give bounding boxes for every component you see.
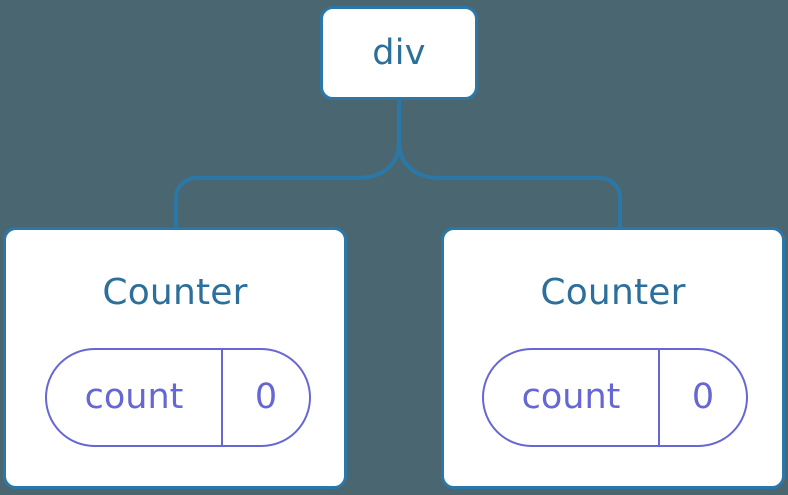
state-badge-count-1[interactable]: count 0 xyxy=(45,348,311,447)
node-counter-1-title: Counter xyxy=(102,272,248,313)
state-badge-count-2[interactable]: count 0 xyxy=(482,348,748,447)
node-counter-2-title: Counter xyxy=(540,272,686,313)
state-value-label: 0 xyxy=(691,377,715,417)
node-div-label: div xyxy=(372,32,426,73)
state-key-label: count xyxy=(47,350,223,445)
node-counter-1[interactable]: Counter count 0 xyxy=(3,227,347,489)
state-value-label: 0 xyxy=(254,377,278,417)
edge-to-right-child xyxy=(397,141,622,229)
node-counter-2[interactable]: Counter count 0 xyxy=(441,227,785,489)
node-div[interactable]: div xyxy=(320,6,478,100)
edge-to-left-child xyxy=(174,141,401,229)
state-key-label: count xyxy=(484,350,660,445)
